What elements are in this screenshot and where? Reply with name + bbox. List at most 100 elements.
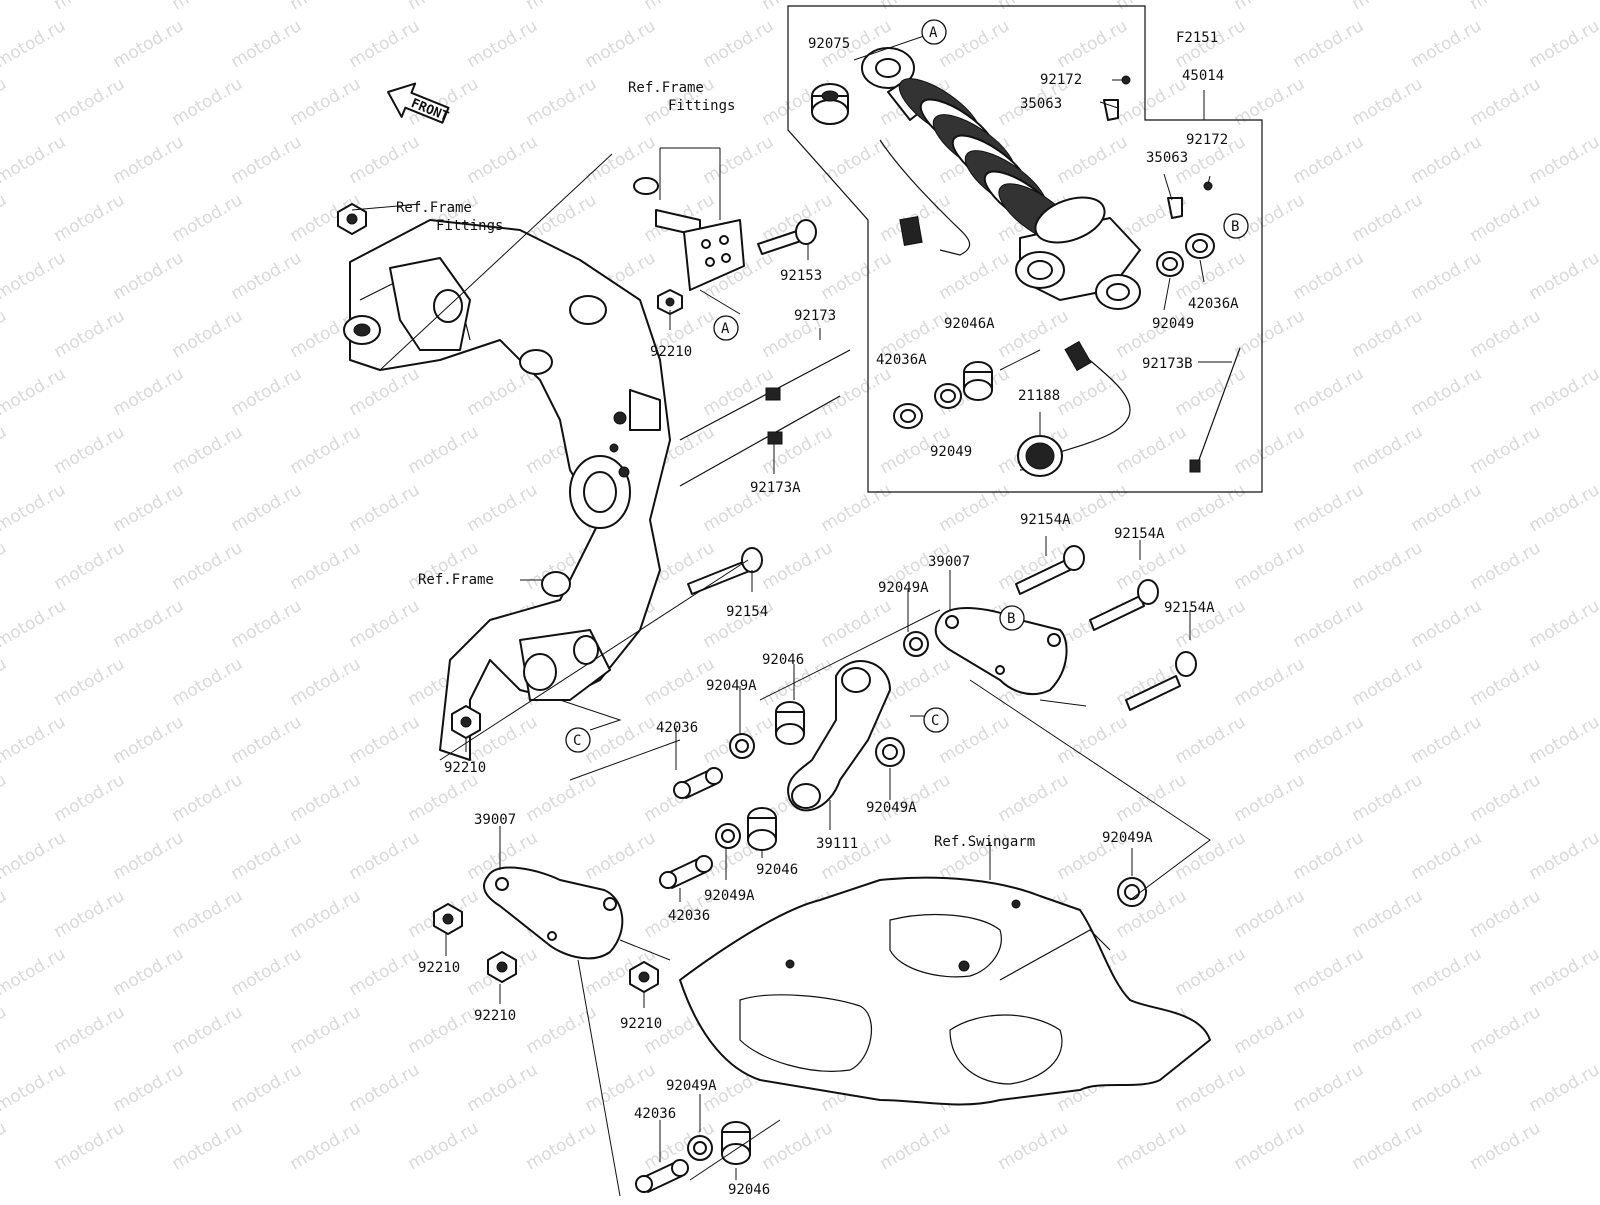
watermark-text: motod.ru (1526, 480, 1600, 536)
part-92154a-3: 92154A (1164, 600, 1215, 616)
watermark-text: motod.ru (1113, 1118, 1191, 1174)
watermark-text: motod.ru (1526, 944, 1600, 1000)
watermark-text: motod.ru (1349, 1118, 1427, 1174)
watermark-text: motod.ru (169, 190, 247, 246)
watermark-text: motod.ru (1290, 828, 1368, 884)
watermark-text: motod.ru (1526, 16, 1600, 72)
part-92049a-2: 92049A (706, 678, 757, 694)
watermark-text: motod.ru (346, 1060, 424, 1116)
watermark-text: motod.ru (405, 1118, 483, 1174)
watermark-text: motod.ru (346, 364, 424, 420)
watermark-text: motod.ru (1113, 306, 1191, 362)
watermark-text: motod.ru (0, 886, 10, 942)
part-92046a: 92046A (944, 316, 995, 332)
watermark-text: motod.ru (1231, 654, 1309, 710)
part-39007-lower: 39007 (474, 812, 516, 828)
watermark-text: motod.ru (287, 422, 365, 478)
watermark-text: motod.ru (877, 0, 955, 14)
watermark-text: motod.ru (1408, 944, 1486, 1000)
watermark-text: motod.ru (228, 132, 306, 188)
part-92172-b: 92172 (1186, 132, 1228, 148)
part-92046-1: 92046 (762, 652, 804, 668)
watermark-text: motod.ru (0, 248, 69, 304)
watermark-text: motod.ru (1467, 0, 1545, 14)
watermark-text: motod.ru (936, 480, 1014, 536)
watermark-text: motod.ru (0, 364, 69, 420)
watermark-text: motod.ru (1054, 132, 1132, 188)
watermark-text: motod.ru (995, 770, 1073, 826)
part-92049a-4: 92049A (704, 888, 755, 904)
watermark-text: motod.ru (1290, 16, 1368, 72)
watermark-text: motod.ru (0, 712, 69, 768)
watermark-text: motod.ru (1467, 770, 1545, 826)
watermark-text: motod.ru (1231, 538, 1309, 594)
svg-text:B: B (1231, 219, 1239, 235)
swingarm (680, 878, 1210, 1105)
watermark-text: motod.ru (1231, 886, 1309, 942)
watermark-text: motod.ru (169, 538, 247, 594)
watermark-text: motod.ru (1231, 1002, 1309, 1058)
watermark-text: motod.ru (228, 364, 306, 420)
watermark-text: motod.ru (1231, 306, 1309, 362)
watermark-text: motod.ru (51, 190, 129, 246)
watermark-text: motod.ru (1349, 306, 1427, 362)
watermark-text: motod.ru (1290, 132, 1368, 188)
watermark-text: motod.ru (0, 0, 10, 14)
part-21188: 21188 (1018, 388, 1060, 404)
watermark-text: motod.ru (169, 1002, 247, 1058)
watermark-text: motod.ru (1231, 0, 1309, 14)
watermark-text: motod.ru (1054, 364, 1132, 420)
watermark-text: motod.ru (169, 306, 247, 362)
watermark-text: motod.ru (110, 248, 188, 304)
watermark-text: motod.ru (0, 1002, 10, 1058)
watermark-text: motod.ru (51, 306, 129, 362)
part-42036a-right: 42036A (1188, 296, 1239, 312)
watermark-text: motod.ru (1467, 306, 1545, 362)
part-92154a-1: 92154A (1020, 512, 1071, 528)
watermark-text: motod.ru (464, 480, 542, 536)
watermark-text: motod.ru (877, 1118, 955, 1174)
watermark-text: motod.ru (1408, 248, 1486, 304)
watermark-text: motod.ru (228, 596, 306, 652)
part-92049a-1: 92049A (878, 580, 929, 596)
part-92210-lower-2: 92210 (474, 1008, 516, 1024)
watermark-text: motod.ru (346, 480, 424, 536)
watermark-text: motod.ru (877, 770, 955, 826)
svg-text:C: C (573, 733, 581, 749)
watermark-text: motod.ru (1467, 538, 1545, 594)
watermark-text: motod.ru (700, 364, 778, 420)
watermark-text: motod.ru (51, 74, 129, 130)
watermark-text: motod.ru (700, 132, 778, 188)
watermark-text: motod.ru (1231, 422, 1309, 478)
part-92049a-5: 92049A (1102, 830, 1153, 846)
frame-section (344, 220, 670, 760)
part-42036a-left: 42036A (876, 352, 927, 368)
watermark-text: motod.ru (110, 596, 188, 652)
callout-a-frame: A (714, 316, 738, 340)
watermark-text: motod.ru (1408, 712, 1486, 768)
watermark-text: motod.ru (1290, 596, 1368, 652)
watermark-text: motod.ru (228, 712, 306, 768)
watermark-text: motod.ru (405, 1002, 483, 1058)
watermark-text: motod.ru (1349, 190, 1427, 246)
watermark-text: motod.ru (228, 828, 306, 884)
watermark-text: motod.ru (818, 364, 896, 420)
callout-a-top: A (922, 20, 946, 44)
watermark-text: motod.ru (1349, 770, 1427, 826)
svg-text:C: C (931, 713, 939, 729)
watermark-text: motod.ru (1467, 422, 1545, 478)
watermark-text: motod.ru (1408, 596, 1486, 652)
part-92210-frame: 92210 (444, 760, 486, 776)
watermark-text: motod.ru (0, 944, 69, 1000)
watermark-text: motod.ru (1290, 364, 1368, 420)
callout-b-shock: B (1224, 214, 1248, 238)
part-92173b: 92173B (1142, 356, 1193, 372)
watermark-text: motod.ru (346, 596, 424, 652)
watermark-text: motod.ru (1113, 770, 1191, 826)
watermark-text: motod.ru (346, 944, 424, 1000)
watermark-text: motod.ru (1349, 538, 1427, 594)
callout-c-linkage: C (924, 708, 948, 732)
watermark-text: motod.ru (287, 1118, 365, 1174)
